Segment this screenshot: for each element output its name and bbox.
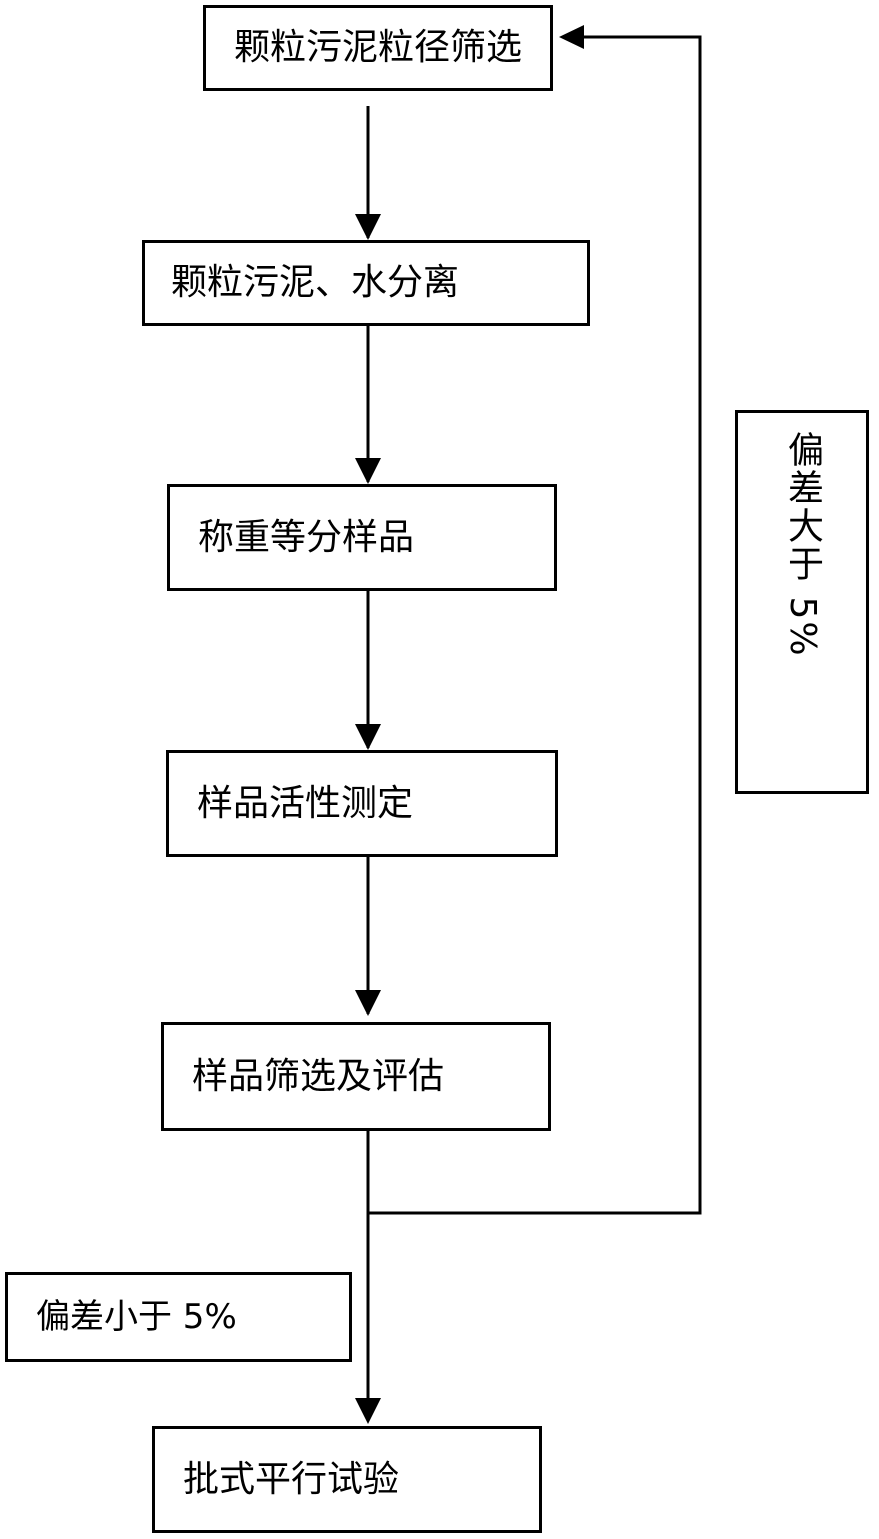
step-label: 颗粒污泥、水分离 [171, 262, 460, 303]
arrowhead-step6 [355, 1398, 381, 1424]
pass-condition-label: 偏差小于 5% [5, 1272, 352, 1362]
step-sludge-water-separation: 颗粒污泥、水分离 [142, 240, 590, 326]
arrowhead-step4 [355, 724, 381, 750]
arrowhead-step5 [355, 990, 381, 1016]
step-screening-and-evaluation: 样品筛选及评估 [161, 1022, 551, 1131]
step-label: 批式平行试验 [183, 1458, 400, 1500]
feedback-loop-line [368, 35, 702, 1215]
feedback-label-text: 偏差大于 5% [782, 431, 823, 658]
arrowhead-feedback [559, 25, 584, 49]
step-weigh-and-divide: 称重等分样品 [167, 484, 557, 591]
step-label: 颗粒污泥粒径筛选 [233, 27, 522, 68]
arrowhead-step3 [355, 458, 381, 484]
feedback-condition-label: 偏差大于 5% [735, 410, 869, 794]
step-activity-measurement: 样品活性测定 [166, 750, 558, 857]
step-label: 称重等分样品 [198, 516, 415, 558]
step-label: 样品活性测定 [197, 782, 414, 824]
step-particle-size-screening: 颗粒污泥粒径筛选 [203, 5, 553, 91]
arrowhead-step2 [355, 214, 381, 240]
step-batch-parallel-test: 批式平行试验 [152, 1426, 542, 1533]
pass-label-text: 偏差小于 5% [36, 1297, 237, 1337]
step-label: 样品筛选及评估 [192, 1055, 445, 1097]
